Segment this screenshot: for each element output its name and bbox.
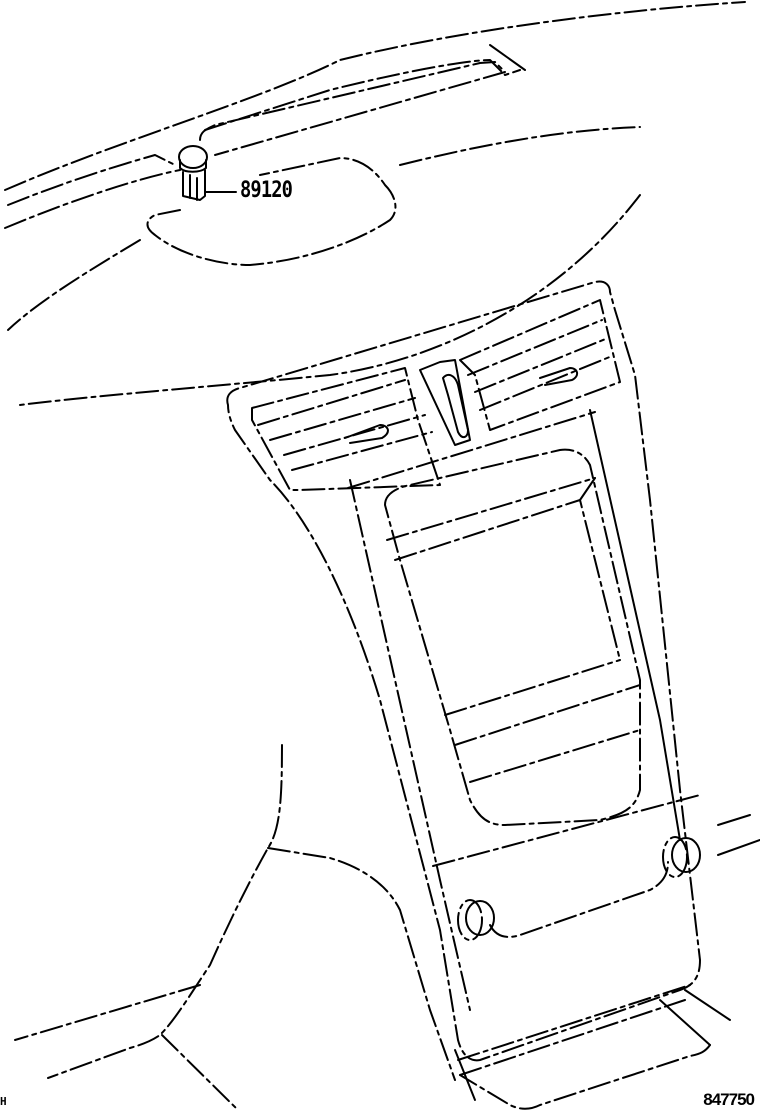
sensor-89120-icon [178, 145, 237, 201]
dashboard-curves [7, 194, 641, 406]
illustration-number: 847750 [703, 1090, 755, 1109]
corner-mark: H [0, 1095, 7, 1108]
console-base [454, 984, 731, 1110]
air-vents [251, 299, 621, 491]
left-trim-lines [14, 744, 456, 1111]
sensor-mount-pad [146, 157, 397, 266]
display-screen [349, 409, 681, 1011]
lower-control-panel [432, 794, 760, 941]
center-cluster-bezel [226, 280, 701, 1062]
knob-right-icon [671, 837, 701, 873]
part-callout-89120[interactable]: 89120 [240, 178, 293, 203]
dashboard-top-edges [4, 1, 746, 229]
knob-left-icon [465, 900, 495, 936]
